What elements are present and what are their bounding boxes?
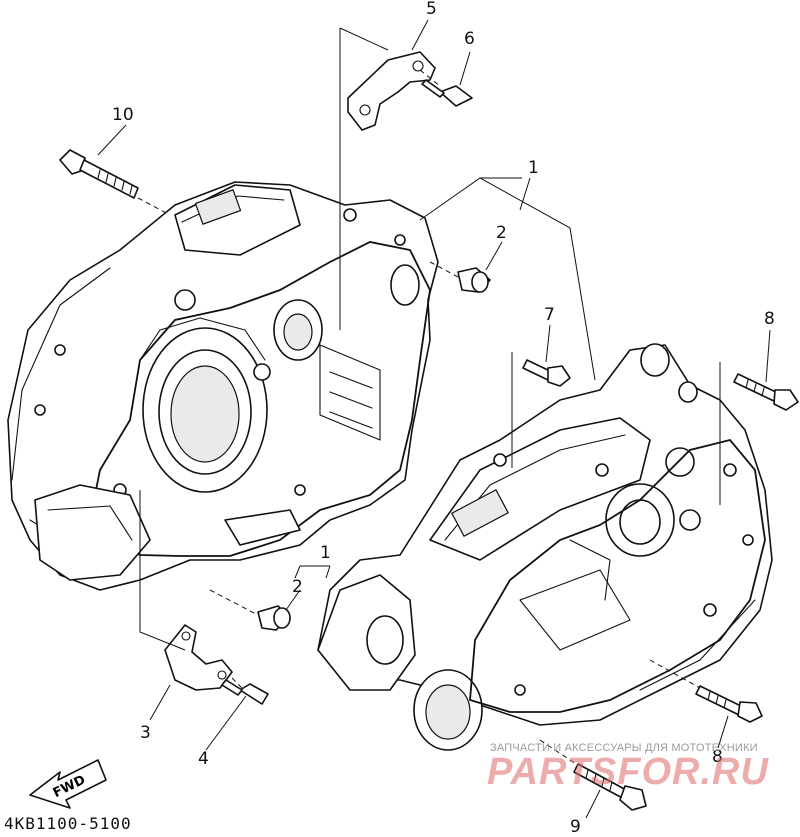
callout-6: 6	[464, 29, 475, 49]
dowel-pin-part-2-bottom	[257, 605, 291, 631]
leader-lines	[97, 19, 771, 819]
left-crankcase-half	[7, 181, 439, 591]
callout-4: 4	[198, 749, 209, 769]
diagram-code: 4KB1100-5100	[4, 814, 132, 833]
screw-part-6	[421, 79, 473, 107]
bolt-part-8-upper	[733, 373, 799, 411]
bracket-part-3	[164, 624, 233, 691]
callout-8-upper: 8	[764, 309, 775, 329]
callout-labels: 5 6 10 1 2 7 8 1 2 3 4 8 9	[112, 0, 775, 837]
callout-2-top: 2	[496, 223, 507, 243]
callout-10: 10	[112, 105, 134, 125]
callout-9: 9	[570, 817, 581, 837]
fwd-arrow: FWD	[29, 759, 107, 809]
bracket-part-5	[347, 51, 436, 131]
bolt-part-10	[59, 149, 139, 199]
callout-1-top: 1	[528, 158, 539, 178]
callout-8-lower: 8	[712, 747, 723, 767]
bolt-part-9	[573, 763, 647, 811]
watermark-tagline: ЗАПЧАСТИ И АКСЕССУАРЫ ДЛЯ МОТОТЕХНИКИ	[490, 742, 758, 754]
callout-2-lower: 2	[292, 577, 303, 597]
screw-part-4	[221, 679, 269, 705]
bolt-part-8-lower	[695, 685, 763, 723]
bolt-part-7	[522, 359, 571, 387]
watermark-logo: PARTSFOR.RU	[487, 751, 769, 793]
callout-3: 3	[140, 723, 151, 743]
right-crankcase-half	[317, 343, 773, 751]
callout-1-lower: 1	[320, 543, 331, 563]
dowel-pin-part-2-top	[457, 267, 491, 293]
callout-7: 7	[544, 305, 555, 325]
callout-5: 5	[426, 0, 437, 19]
